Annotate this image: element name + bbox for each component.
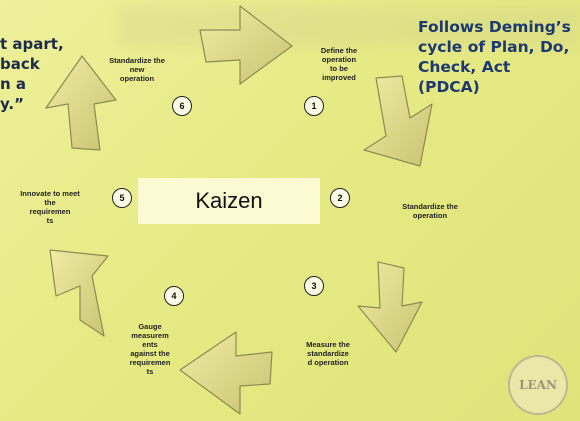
step-label-4: Gauge measurem ents against the requirem… <box>129 322 171 376</box>
step-number-4: 4 <box>164 286 184 306</box>
arrow-top-left <box>45 55 117 151</box>
step-label-5: Innovate to meet the requiremen ts <box>20 189 80 225</box>
step-number-3: 3 <box>304 276 324 296</box>
step-number-5: 5 <box>112 188 132 208</box>
step-label-1: Define the operation to be improved <box>320 46 358 82</box>
arrow-right <box>357 261 423 353</box>
center-label: Kaizen <box>195 188 263 213</box>
arrow-left <box>49 249 109 337</box>
step-label-3: Measure the standardize d operation <box>306 340 350 367</box>
step-label-6: Standardize the new operation <box>109 56 165 83</box>
step-number-2: 2 <box>330 188 350 208</box>
background-shadow-band <box>120 6 580 46</box>
arrow-top <box>199 5 293 85</box>
arrow-bottom <box>179 331 273 415</box>
lean-logo: LEAN <box>508 355 568 415</box>
step-label-2: Standardize the operation <box>402 202 458 220</box>
arrow-top-right <box>363 75 433 167</box>
step-number-6: 6 <box>172 96 192 116</box>
step-number-1: 1 <box>304 96 324 116</box>
center-box: Kaizen <box>138 178 320 224</box>
pdca-note: Follows Deming’s cycle of Plan, Do, Chec… <box>418 18 571 96</box>
partial-quote-text: t apart, back n a y.” <box>0 35 64 113</box>
lean-logo-text: LEAN <box>519 378 557 392</box>
